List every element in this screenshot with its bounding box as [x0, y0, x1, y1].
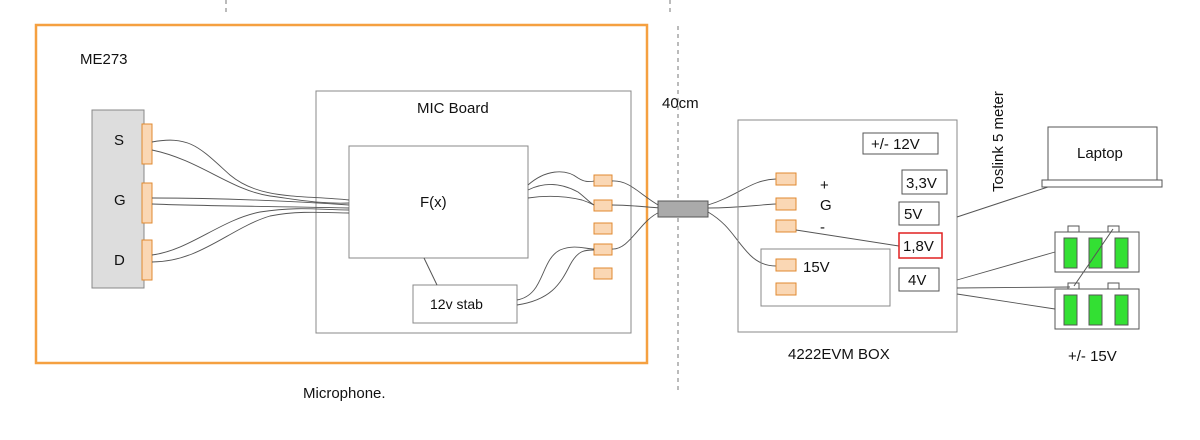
battery-pack-upper — [1054, 225, 1140, 273]
minus-to-18v-wire — [795, 229, 900, 247]
g-label: G — [820, 197, 832, 214]
fx-block — [348, 145, 529, 259]
v4-box — [898, 267, 940, 292]
capsule-wires — [151, 139, 350, 263]
laptop-label: Laptop — [1077, 145, 1123, 162]
plus-label: + — [820, 177, 829, 194]
connector-to-evm-wires — [707, 178, 777, 267]
fx-label: F(x) — [420, 194, 447, 211]
microphone-enclosure — [34, 23, 649, 365]
battery-series-link — [1073, 228, 1114, 287]
pin-g-label: G — [114, 192, 126, 209]
board-pad-2 — [593, 199, 613, 212]
minus-label: - — [820, 219, 825, 236]
pin-s-label: S — [114, 132, 124, 149]
pm12-label: +/- 12V — [871, 136, 920, 153]
capsule-pad-s — [141, 123, 153, 165]
fx-output-wires — [516, 171, 595, 306]
board-to-connector-wires — [611, 180, 661, 250]
board-pad-4 — [593, 243, 613, 256]
mic-caption: Microphone. — [303, 385, 386, 402]
v5-box — [898, 201, 940, 226]
board-pad-3 — [593, 222, 613, 235]
board-pad-5 — [593, 267, 613, 280]
v15-label: 15V — [803, 259, 830, 276]
pm12-box — [862, 132, 939, 155]
cable-length-label: 40cm — [662, 95, 699, 112]
mic-title: ME273 — [80, 51, 128, 68]
fx-stab-link — [423, 257, 438, 286]
laptop-base — [1041, 179, 1163, 188]
v33-box — [901, 169, 948, 195]
mic-board-label: MIC Board — [417, 100, 489, 117]
v5-label: 5V — [904, 206, 922, 223]
v33-label: 3,3V — [906, 175, 937, 192]
evm-to-battery-wires — [956, 251, 1071, 310]
battery-pack-lower — [1054, 282, 1140, 330]
stab-block — [412, 284, 518, 324]
stab-label: 12v stab — [430, 296, 483, 312]
toslink-cable — [956, 183, 1058, 218]
toslink-label: Toslink 5 meter — [990, 91, 1007, 192]
v15-block — [760, 248, 891, 307]
pm15-label: +/- 15V — [1068, 348, 1117, 365]
capsule-block — [91, 109, 145, 289]
evm-box — [737, 119, 958, 333]
capsule-pad-g — [141, 182, 153, 224]
evm-box-label: 4222EVM BOX — [788, 346, 890, 363]
v15-pad-2 — [775, 282, 797, 296]
v4-label: 4V — [908, 272, 926, 289]
v15-pad-1 — [775, 258, 797, 272]
v18-label: 1,8V — [903, 238, 934, 255]
evm-pad-g — [775, 197, 797, 211]
evm-pad-plus — [775, 172, 797, 186]
board-pad-1 — [593, 174, 613, 187]
cable-connector — [657, 200, 709, 218]
evm-pad-minus — [775, 219, 797, 233]
v18-box — [898, 232, 943, 259]
pin-d-label: D — [114, 252, 125, 269]
capsule-pad-d — [141, 239, 153, 281]
